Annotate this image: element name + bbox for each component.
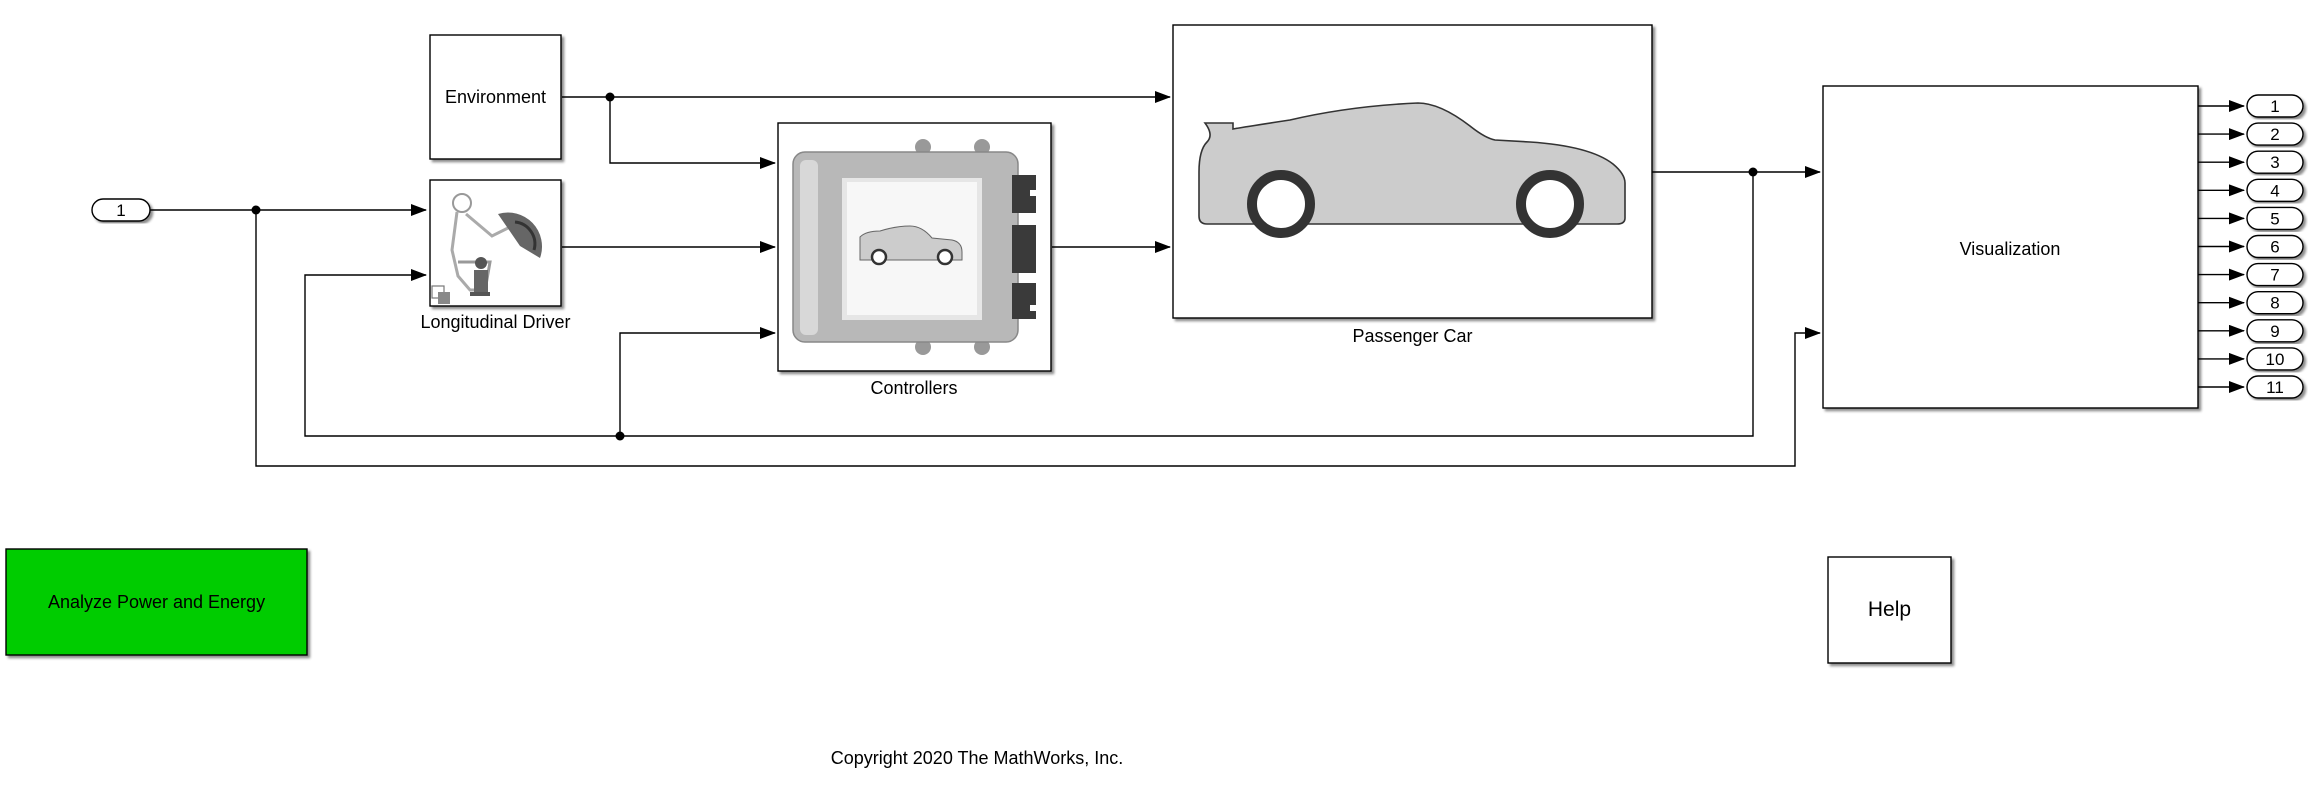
signal-feedback-to-driver[interactable] xyxy=(304,172,1754,437)
environment-label: Environment xyxy=(445,87,546,107)
outport-8[interactable]: 8 xyxy=(2246,291,2304,315)
branch-point xyxy=(251,205,261,215)
outport-label: 11 xyxy=(2266,378,2284,397)
outport-label: 10 xyxy=(2266,350,2285,369)
help-label: Help xyxy=(1868,598,1911,621)
outport-label: 1 xyxy=(2270,97,2279,116)
branch-point xyxy=(1748,167,1758,177)
controllers-block[interactable]: Controllers xyxy=(777,122,1052,398)
analyze-power-energy-label: Analyze Power and Energy xyxy=(48,592,265,612)
inport-1[interactable]: 1 xyxy=(91,198,151,222)
outport-7[interactable]: 7 xyxy=(2246,262,2304,287)
branch-point xyxy=(615,431,625,441)
outport-label: 6 xyxy=(2270,238,2279,257)
outport-9[interactable]: 9 xyxy=(2246,319,2304,343)
analyze-power-energy-button[interactable]: Analyze Power and Energy xyxy=(5,548,308,656)
ecu-controller-icon xyxy=(792,139,1038,355)
signal-env-to-controllers[interactable] xyxy=(609,97,776,169)
outport-label: 9 xyxy=(2270,322,2279,341)
outport-label: 4 xyxy=(2270,181,2279,200)
driver-seat-icon xyxy=(431,193,543,304)
signal-inport-to-visualization[interactable] xyxy=(255,210,1821,467)
signal-lines xyxy=(150,91,1821,467)
outports-group: 1 2 3 4 5 6 7 8 9 10 11 xyxy=(2198,94,2304,399)
branch-point xyxy=(605,92,615,102)
outport-label: 2 xyxy=(2270,125,2279,144)
outport-label: 8 xyxy=(2270,294,2279,313)
outport-1[interactable]: 1 xyxy=(2246,94,2304,118)
outport-10[interactable]: 10 xyxy=(2246,347,2304,371)
passenger-car-label: Passenger Car xyxy=(1352,326,1472,346)
environment-block[interactable]: Environment xyxy=(429,34,562,160)
copyright-text: Copyright 2020 The MathWorks, Inc. xyxy=(831,748,1123,768)
car-silhouette-icon xyxy=(1198,102,1626,238)
outport-4[interactable]: 4 xyxy=(2246,178,2304,203)
signal-feedback-to-controllers[interactable] xyxy=(619,327,776,436)
outport-2[interactable]: 2 xyxy=(2246,122,2304,146)
visualization-label: Visualization xyxy=(1960,239,2061,259)
outport-label: 7 xyxy=(2270,266,2279,285)
outport-3[interactable]: 3 xyxy=(2246,150,2304,174)
outport-5[interactable]: 5 xyxy=(2246,206,2304,231)
outport-label: 3 xyxy=(2270,153,2279,172)
outport-11[interactable]: 11 xyxy=(2246,375,2304,399)
visualization-block[interactable]: Visualization xyxy=(1822,85,2199,409)
longitudinal-driver-block[interactable]: Longitudinal Driver xyxy=(420,179,571,332)
longitudinal-driver-label: Longitudinal Driver xyxy=(420,312,570,332)
controllers-label: Controllers xyxy=(870,378,957,398)
outport-6[interactable]: 6 xyxy=(2246,234,2304,259)
outport-label: 5 xyxy=(2270,209,2279,228)
help-button[interactable]: Help xyxy=(1827,556,1952,664)
passenger-car-block[interactable]: Passenger Car xyxy=(1172,24,1653,346)
branch-points xyxy=(251,92,1758,441)
inport-label: 1 xyxy=(116,201,125,220)
